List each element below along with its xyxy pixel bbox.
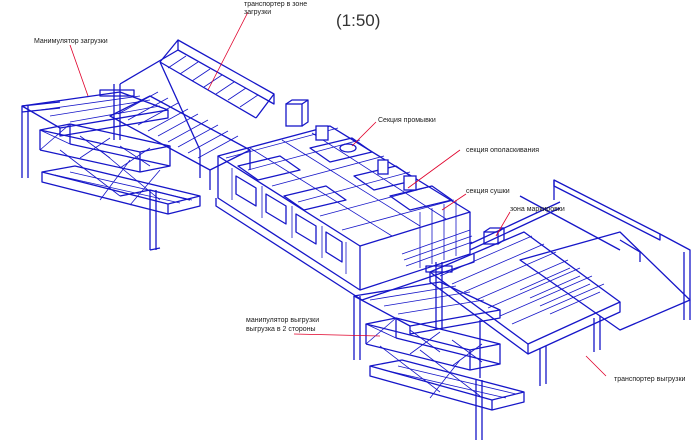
washing-machine xyxy=(215,99,475,301)
label-marking-zone: зона маркировки xyxy=(510,206,565,213)
scale-label: (1:50) xyxy=(336,11,380,30)
leader-lines xyxy=(69,11,607,377)
loading-manipulator xyxy=(21,84,201,251)
label-washing-section: Секция промывки xyxy=(378,117,436,124)
label-loading-manipulator: Манимулятор загрузки xyxy=(34,38,108,45)
unloading-conveyor xyxy=(429,179,691,386)
label-loading-conveyor-line2: загрузки xyxy=(244,9,271,16)
label-unloading-conveyor: транспортер выгрузки xyxy=(614,376,686,383)
label-drying-section: секция сушки xyxy=(466,188,510,195)
label-rinsing-section: секция ополаскивания xyxy=(466,147,539,154)
label-unloading-manipulator-line1: манипулятор выгрузки xyxy=(246,317,319,324)
label-unloading-manipulator-line2: выгрузка в 2 стороны xyxy=(246,326,316,333)
label-loading-conveyor-line1: транспортер в зоне xyxy=(244,1,307,8)
unloading-manipulator xyxy=(353,262,525,440)
